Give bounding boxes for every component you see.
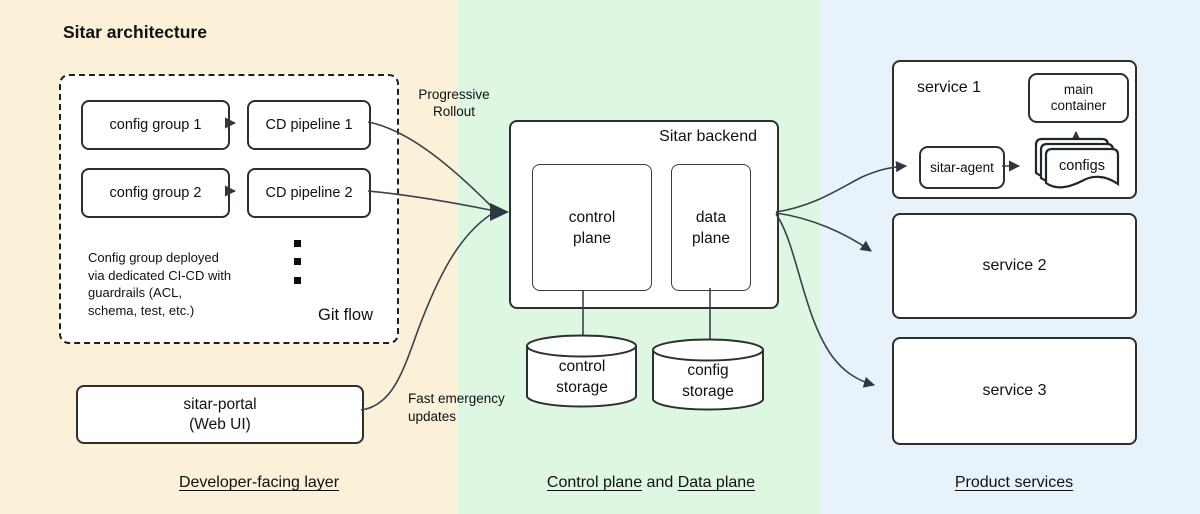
section-label-conjunction: and [642, 474, 678, 491]
main-container-box: main container [1028, 73, 1129, 123]
service-3-box: service 3 [892, 337, 1137, 445]
product-services-section-label-text: Product services [954, 474, 1074, 491]
data-plane-box: data plane [671, 164, 751, 291]
sitar-backend-label: Sitar backend [659, 128, 757, 145]
config-deploy-note: Config group deployed via dedicated CI-C… [88, 250, 232, 318]
data-plane-section-label-text: Data plane [677, 474, 756, 491]
control-data-plane-section-label: Control plane and Data plane [451, 474, 851, 492]
control-plane-section-label-text: Control plane [546, 474, 643, 491]
configs-label: configs [1059, 158, 1105, 174]
service-2-box: service 2 [892, 213, 1137, 319]
ellipsis-dot [294, 258, 301, 265]
sitar-agent-box: sitar-agent [919, 146, 1005, 189]
ellipsis-dot [294, 277, 301, 284]
control-plane-box: control plane [532, 164, 652, 291]
developer-layer-section-label-text: Developer-facing layer [178, 474, 340, 491]
progressive-rollout-annotation: Progressive Rollout [418, 87, 490, 119]
diagram-title: Sitar architecture [63, 22, 207, 42]
developer-layer-section-label: Developer-facing layer [59, 474, 459, 492]
fast-emergency-annotation: Fast emergency updates [408, 391, 505, 424]
product-services-section-label: Product services [814, 474, 1200, 492]
config-storage-label: config storage [682, 362, 734, 400]
config-group-1-box: config group 1 [81, 100, 230, 150]
git-flow-label: Git flow [318, 306, 374, 324]
config-group-2-box: config group 2 [81, 168, 230, 218]
cd-pipeline-2-box: CD pipeline 2 [247, 168, 371, 218]
service-1-label: service 1 [917, 79, 982, 96]
cd-pipeline-1-box: CD pipeline 1 [247, 100, 371, 150]
sitar-portal-box: sitar-portal (Web UI) [76, 385, 364, 444]
ellipsis-dot [294, 240, 301, 247]
control-storage-label: control storage [556, 358, 608, 396]
